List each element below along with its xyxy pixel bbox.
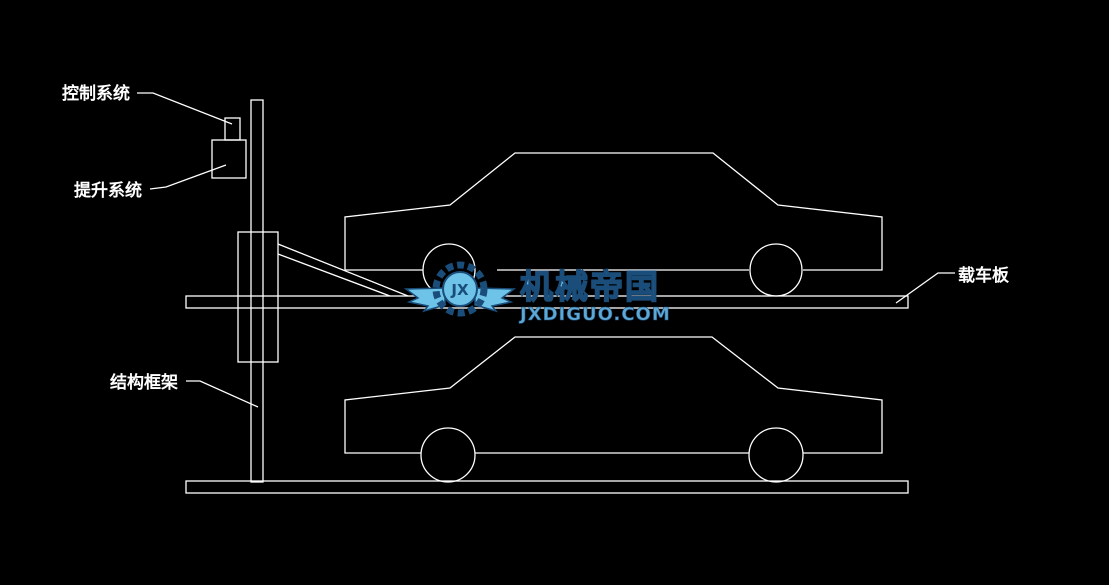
labels: 控制系统 提升系统 载车板 结构框架 (62, 83, 1010, 393)
lower-car-rear-wheel (420, 427, 476, 483)
label-car-platform: 载车板 (958, 265, 1010, 286)
car-platform (185, 243, 909, 309)
label-structure-frame: 结构框架 (110, 372, 178, 393)
leader-car-platform (895, 272, 955, 304)
watermark-title: 机械帝国 (520, 267, 660, 306)
watermark-url: JXDIGUO.COM (518, 304, 671, 325)
leader-structure-frame (186, 380, 259, 408)
lift-carriage (237, 231, 279, 363)
watermark-emblem: JX (403, 261, 517, 317)
label-lift-system: 提升系统 (74, 180, 142, 201)
watermark: JX 机械帝国 JXDIGUO.COM (403, 261, 671, 325)
base-beam (185, 480, 909, 494)
leader-lines (137, 92, 955, 408)
structure-frame (185, 99, 909, 494)
gear-inner-ring (442, 271, 478, 307)
lower-car (344, 336, 883, 483)
lift-system-box (211, 139, 247, 179)
logo-text: JX (450, 281, 469, 299)
upper-car-front-wheel (749, 243, 803, 297)
lower-car-front-wheel (748, 427, 804, 483)
control-system-box (224, 117, 241, 141)
gear-icon (432, 261, 488, 317)
leader-lift-system (149, 164, 227, 190)
leader-control-system (137, 92, 233, 125)
vertical-column (250, 99, 264, 483)
upper-car (344, 152, 883, 297)
label-control-system: 控制系统 (62, 83, 130, 104)
